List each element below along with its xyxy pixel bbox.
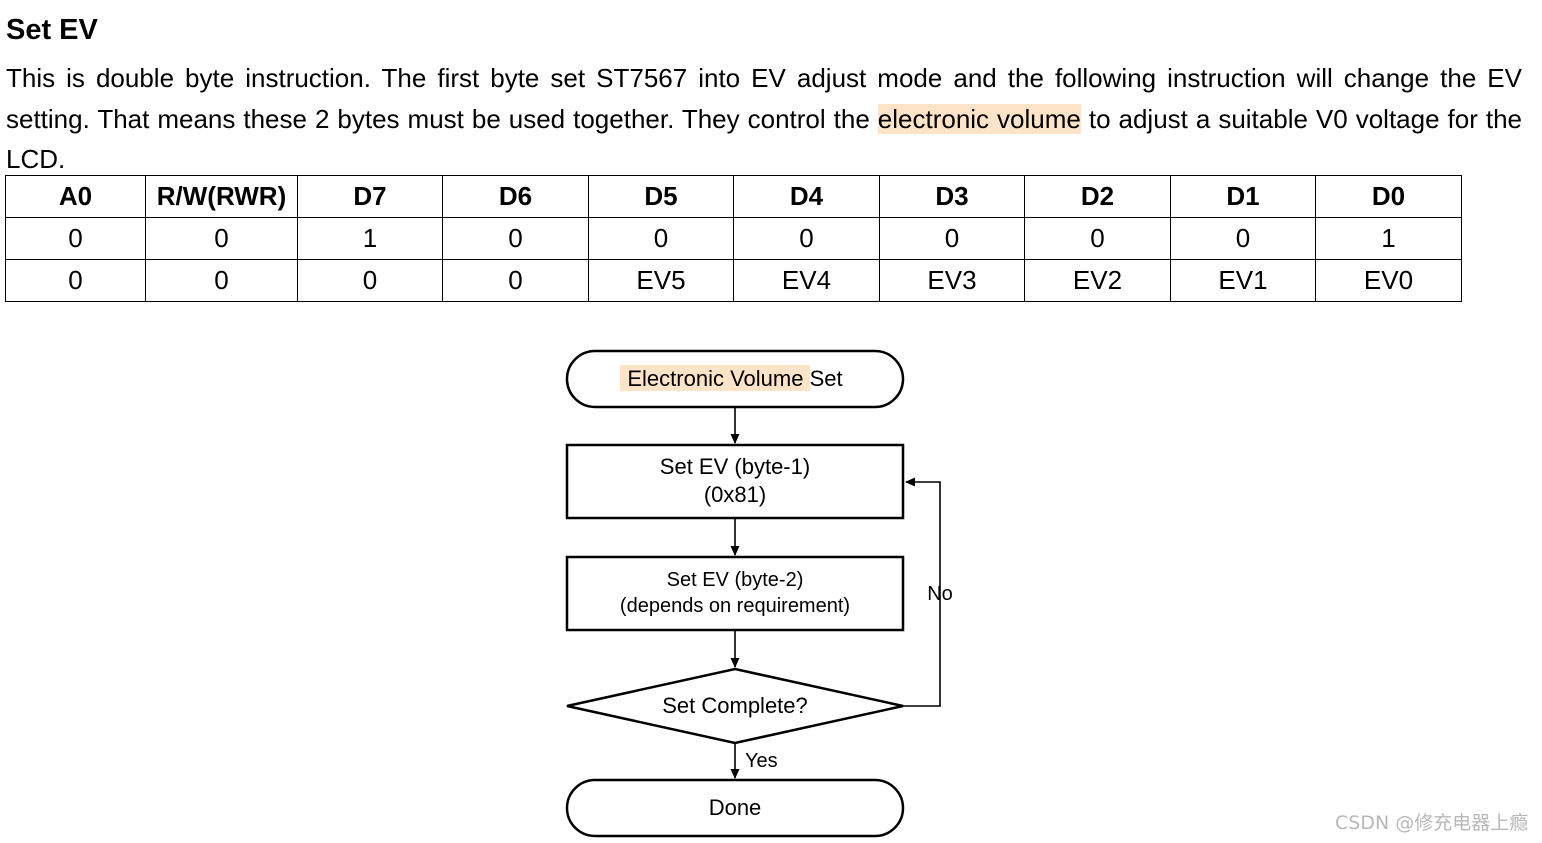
step2-line1: Set EV (byte-2) [667, 569, 804, 591]
table-header-row: A0 R/W(RWR) D7 D6 D5 D4 D3 D2 D1 D0 [5, 175, 1462, 218]
table-cell: EV1 [1170, 259, 1316, 302]
table-header-cell: D6 [442, 175, 589, 218]
paragraph-text-after: to adjust a suitable V0 voltage for the … [6, 103, 1523, 175]
process-box-byte1 [565, 443, 905, 520]
table-cell: EV2 [1024, 259, 1171, 302]
process-box-byte2 [565, 555, 905, 632]
highlighted-term: electronic volume [877, 103, 1081, 134]
arrow-no-loop [903, 477, 941, 707]
start-highlight-box [620, 365, 810, 391]
paragraph-text-before: This is double byte instruction. The fir… [6, 63, 1522, 134]
table-cell: 0 [442, 217, 589, 260]
table-cell: 0 [145, 217, 298, 260]
table-cell: EV0 [1315, 259, 1462, 302]
table-cell: 0 [297, 259, 443, 302]
table-header-cell: D2 [1024, 175, 1171, 218]
instruction-table: A0 R/W(RWR) D7 D6 D5 D4 D3 D2 D1 D0 0 0 … [5, 175, 1462, 302]
decision-label: Set Complete? [662, 693, 808, 718]
step2-line2: (depends on requirement) [620, 595, 850, 617]
step1-line1: Set EV (byte-1) [660, 454, 810, 479]
table-cell: EV4 [733, 259, 880, 302]
no-label: No [927, 583, 953, 605]
start-label-highlight: Electronic Volume [627, 366, 803, 391]
table-row: 0 0 0 0 EV5 EV4 EV3 EV2 EV1 EV0 [5, 259, 1462, 302]
table-cell: 0 [733, 217, 880, 260]
table-cell: 0 [5, 259, 146, 302]
table-header-cell: D4 [733, 175, 880, 218]
end-label: Done [709, 795, 762, 820]
table-cell: 0 [145, 259, 298, 302]
table-cell: 0 [1170, 217, 1316, 260]
table-header-cell: D7 [297, 175, 443, 218]
description-paragraph: This is double byte instruction. The fir… [6, 58, 1522, 180]
table-header-cell: D3 [879, 175, 1025, 218]
end-terminator [565, 778, 905, 838]
table-cell: 0 [879, 217, 1025, 260]
yes-label: Yes [745, 750, 778, 772]
start-label: Electronic Volume Set [627, 366, 842, 391]
table-cell: EV5 [588, 259, 734, 302]
table-cell: EV3 [879, 259, 1025, 302]
table-cell: 0 [1024, 217, 1171, 260]
watermark: CSDN @修充电器上瘾 [1335, 812, 1529, 834]
table-cell: 1 [1315, 217, 1462, 260]
table-cell: 1 [297, 217, 443, 260]
step1-line2: (0x81) [704, 482, 766, 507]
table-header-cell: D0 [1315, 175, 1462, 218]
table-cell: 0 [442, 259, 589, 302]
table-header-cell: D5 [588, 175, 734, 218]
table-header-cell: D1 [1170, 175, 1316, 218]
start-label-rest: Set [803, 366, 842, 391]
section-heading: Set EV [6, 14, 98, 46]
